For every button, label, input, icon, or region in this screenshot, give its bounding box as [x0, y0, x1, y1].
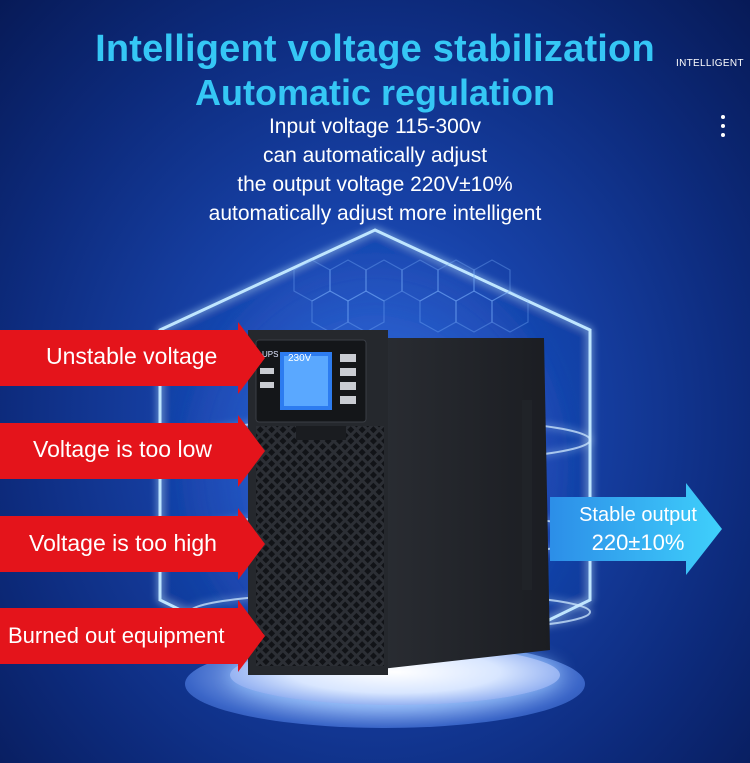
more-vert-icon[interactable] [718, 113, 728, 139]
input-arrow-high [0, 508, 265, 580]
input-arrow-unstable [0, 322, 265, 394]
input-label-low: Voltage is too low [33, 436, 213, 462]
ups-display: 230V [288, 353, 312, 364]
headline-primary: Intelligent voltage stabilization [95, 28, 655, 70]
description-line-3: the output voltage 220V±10% [237, 173, 513, 196]
headline-secondary: Automatic regulation [194, 72, 556, 113]
headline-tag: INTELLIGENT [676, 58, 744, 69]
ups-brand: UPS [262, 350, 279, 359]
input-arrow-low [0, 415, 265, 487]
input-label-unstable: Unstable voltage [46, 343, 218, 369]
input-arrow-burned [0, 600, 265, 672]
output-label-line2: 220±10% [591, 530, 685, 555]
description-line-4: automatically adjust more intelligent [208, 202, 542, 225]
input-label-burned: Burned out equipment [8, 623, 225, 648]
ups-device [248, 330, 550, 675]
description-line-1: Input voltage 115-300v [268, 115, 482, 138]
input-label-high: Voltage is too high [29, 530, 217, 556]
description-line-2: can automatically adjust [262, 144, 488, 167]
output-arrow [550, 483, 722, 575]
output-label-line1: Stable output [579, 504, 697, 526]
